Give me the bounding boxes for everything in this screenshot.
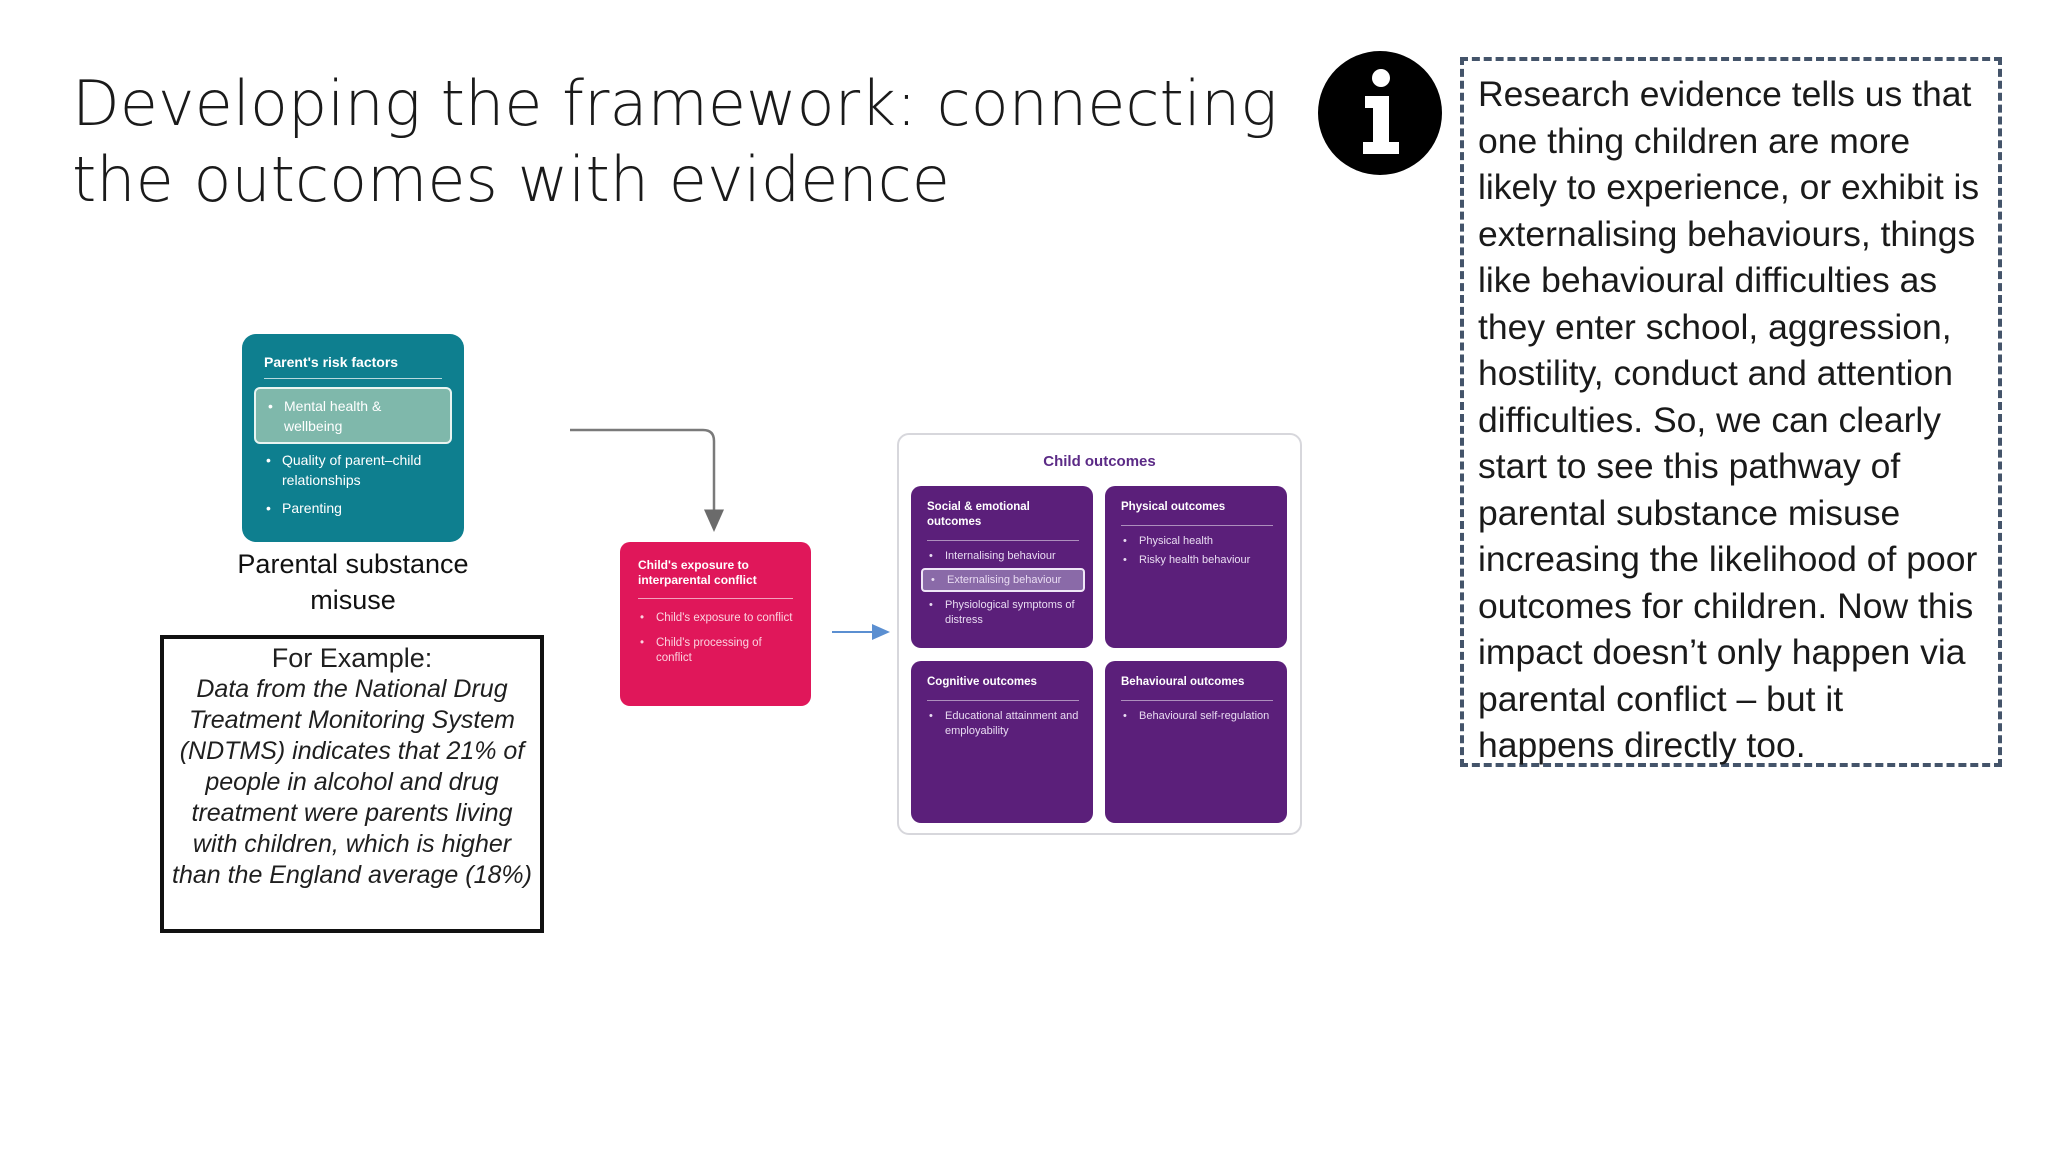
physical-outcomes-card: Physical outcomes Physical health Risky …	[1105, 486, 1287, 648]
risk-card-caption: Parental substance misuse	[237, 549, 469, 615]
evidence-note-text: Research evidence tells us that one thin…	[1478, 74, 1980, 765]
risk-item-mental-health: Mental health & wellbeing	[266, 396, 440, 436]
physical-item: Risky health behaviour	[1121, 553, 1273, 568]
risk-list: Quality of parent–child relationships Pa…	[264, 450, 442, 518]
social-list-rest: Physiological symptoms of distress	[927, 598, 1079, 628]
child-outcomes-panel: Child outcomes Social & emotional outcom…	[897, 433, 1302, 835]
example-body: Data from the National Drug Treatment Mo…	[172, 675, 532, 889]
cognitive-list: Educational attainment and employability	[927, 709, 1079, 739]
child-outcomes-title: Child outcomes	[1043, 453, 1156, 470]
parent-risk-factors-card: Parent's risk factors Mental health & we…	[242, 334, 464, 542]
physical-list: Physical health Risky health behaviour	[1121, 534, 1273, 568]
exposure-card-title: Child's exposure to interparental confli…	[638, 558, 793, 599]
risk-item: Quality of parent–child relationships	[264, 450, 442, 490]
child-exposure-card: Child's exposure to interparental confli…	[620, 542, 811, 706]
behavioural-item: Behavioural self-regulation	[1121, 709, 1273, 724]
evidence-note: Research evidence tells us that one thin…	[1460, 57, 2002, 767]
behavioural-card-title: Behavioural outcomes	[1121, 675, 1273, 701]
elbow-arrow	[570, 428, 724, 532]
behavioural-outcomes-card: Behavioural outcomes Behavioural self-re…	[1105, 661, 1287, 823]
cognitive-item: Educational attainment and employability	[927, 709, 1079, 739]
example-heading: For Example:	[271, 643, 433, 673]
social-highlighted-item: Externalising behaviour	[921, 568, 1085, 592]
social-card-title: Social & emotional outcomes	[927, 500, 1079, 541]
exposure-item: Child's exposure to conflict	[638, 611, 793, 626]
risk-card-title: Parent's risk factors	[264, 354, 442, 379]
cognitive-card-title: Cognitive outcomes	[927, 675, 1079, 701]
social-item: Physiological symptoms of distress	[927, 598, 1079, 628]
cognitive-outcomes-card: Cognitive outcomes Educational attainmen…	[911, 661, 1093, 823]
exposure-item: Child's processing of conflict	[638, 636, 793, 666]
behavioural-list: Behavioural self-regulation	[1121, 709, 1273, 724]
physical-card-title: Physical outcomes	[1121, 500, 1273, 526]
risk-highlighted-item: Mental health & wellbeing	[254, 387, 452, 444]
social-list: Internalising behaviour	[927, 549, 1079, 564]
risk-item: Parenting	[264, 498, 442, 518]
social-emotional-card: Social & emotional outcomes Internalisin…	[911, 486, 1093, 648]
social-item: Internalising behaviour	[927, 549, 1079, 564]
info-icon	[1318, 51, 1442, 175]
exposure-list: Child's exposure to conflict Child's pro…	[638, 611, 793, 666]
example-box: For Example: Data from the National Drug…	[160, 635, 544, 933]
physical-item: Physical health	[1121, 534, 1273, 549]
slide-title: Developing the framework: connecting the…	[72, 67, 1278, 216]
social-item-externalising: Externalising behaviour	[929, 573, 1077, 588]
